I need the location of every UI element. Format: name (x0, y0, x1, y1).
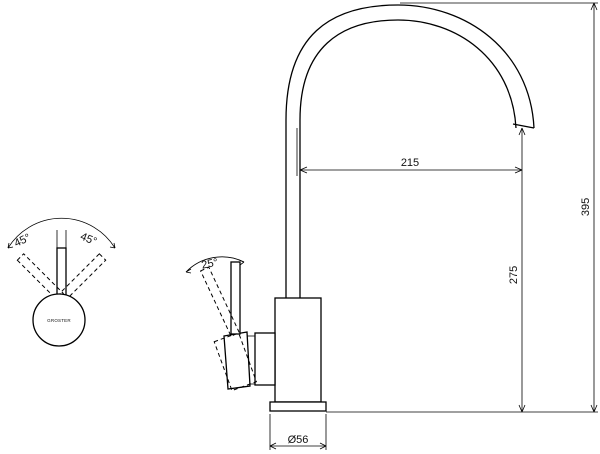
swing-right-angle-label: 45° (78, 231, 98, 248)
top-handle-left (16, 253, 64, 301)
faucet-body (274, 297, 322, 403)
swing-arc (7, 217, 116, 249)
swing-left-angle-label: 45° (12, 232, 32, 250)
side-view: 25° (185, 4, 535, 412)
brand-label: GROSTER (47, 318, 71, 323)
dim-395-label: 395 (580, 198, 592, 216)
dim-215-label: 215 (401, 157, 419, 169)
dim-56-label: Ø56 (288, 434, 309, 446)
lever-handle-tilted (199, 266, 240, 337)
dim-275-label: 275 (508, 266, 520, 284)
top-handle-right (59, 253, 107, 301)
spout-tip (512, 123, 535, 129)
lever-handle (230, 261, 241, 335)
top-body-circle (32, 293, 86, 347)
top-view: GROSTER 45° 45° (7, 217, 116, 347)
spout-inner (299, 19, 517, 298)
top-handle-center (56, 247, 67, 301)
dimension-lines: 215 275 395 Ø56 (269, 2, 598, 450)
spout-outer (285, 4, 535, 298)
cartridge-housing (254, 332, 276, 386)
faucet-base (269, 401, 327, 412)
tilt-angle-label: 25° (200, 256, 219, 271)
